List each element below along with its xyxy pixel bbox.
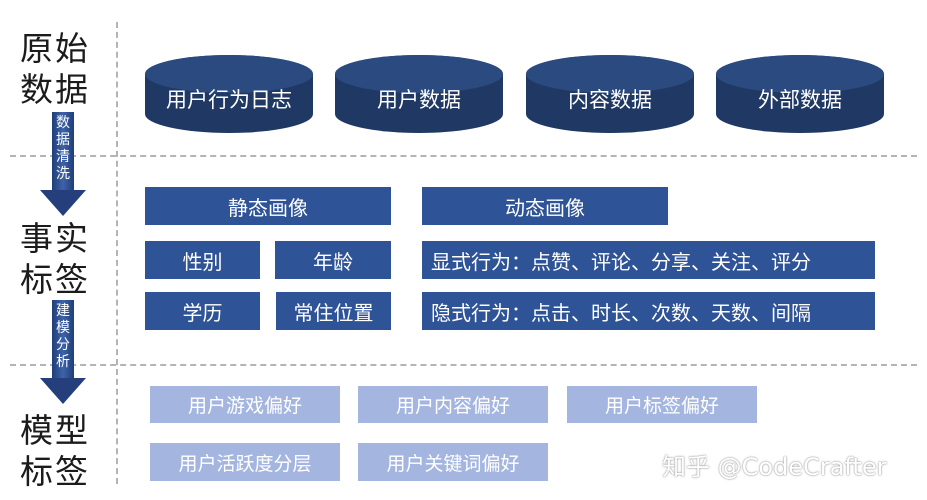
fact-tag-explicit-behavior: 显式行为：点赞、评论、分享、关注、评分 [422,241,875,279]
raw-data-external-data: 外部数据 [716,55,884,133]
vertical-divider [116,22,118,484]
step-char: 洗 [56,166,70,182]
arrow-head-icon [40,190,86,216]
step-char: 数 [56,115,70,131]
cylinder-label: 内容数据 [568,88,652,112]
cylinder-label: 用户行为日志 [166,88,292,112]
raw-data-content-data: 内容数据 [526,55,694,133]
dynamic-profile-header: 动态画像 [422,187,668,225]
step-label: 数 据 清 洗 [52,112,74,183]
raw-data-user-behavior-log: 用户行为日志 [145,55,313,133]
static-profile-header: 静态画像 [145,187,391,225]
arrow-shaft [52,112,74,192]
arrow-head-icon [40,378,86,404]
model-tag-content-preference: 用户内容偏好 [358,386,548,423]
step-char: 据 [56,132,70,148]
step-char: 模 [56,320,70,336]
layer-title-fact-tags: 事实 标签 [20,218,116,300]
fact-tag-gender: 性别 [145,241,260,279]
watermark: 知乎 @CodeCrafter [662,453,887,481]
arrow-shaft [52,300,74,380]
step-arrow-data-cleaning: 数 据 清 洗 [40,112,86,218]
layer-title-raw-data: 原始 数据 [20,28,116,110]
layer-title-line: 标签 [20,260,90,299]
divider-fact-model [10,364,917,366]
step-label: 建 模 分 析 [52,300,74,371]
model-tag-activity-tier: 用户活跃度分层 [150,443,340,481]
layer-title-line: 事实 [20,219,90,258]
step-char: 析 [56,354,70,370]
fact-tag-age: 年龄 [275,241,391,279]
layer-title-line: 原始 [20,29,90,68]
layer-title-line: 标签 [20,452,90,491]
cylinder-label: 用户数据 [377,88,461,112]
model-tag-tag-preference: 用户标签偏好 [567,386,757,423]
step-char: 清 [56,149,70,165]
cylinder-label: 外部数据 [758,88,842,112]
model-tag-keyword-preference: 用户关键词偏好 [358,443,548,481]
step-char: 建 [56,303,70,319]
step-arrow-modeling-analysis: 建 模 分 析 [40,300,86,406]
step-char: 分 [56,337,70,353]
fact-tag-implicit-behavior: 隐式行为：点击、时长、次数、天数、间隔 [422,292,875,330]
layer-title-line: 模型 [20,411,90,450]
raw-data-user-data: 用户数据 [335,55,503,133]
model-tag-game-preference: 用户游戏偏好 [150,386,340,423]
divider-raw-fact [10,155,917,157]
fact-tag-education: 学历 [145,292,260,330]
layer-title-line: 数据 [20,70,90,109]
fact-tag-residence: 常住位置 [276,292,391,330]
layer-title-model-tags: 模型 标签 [20,410,116,492]
